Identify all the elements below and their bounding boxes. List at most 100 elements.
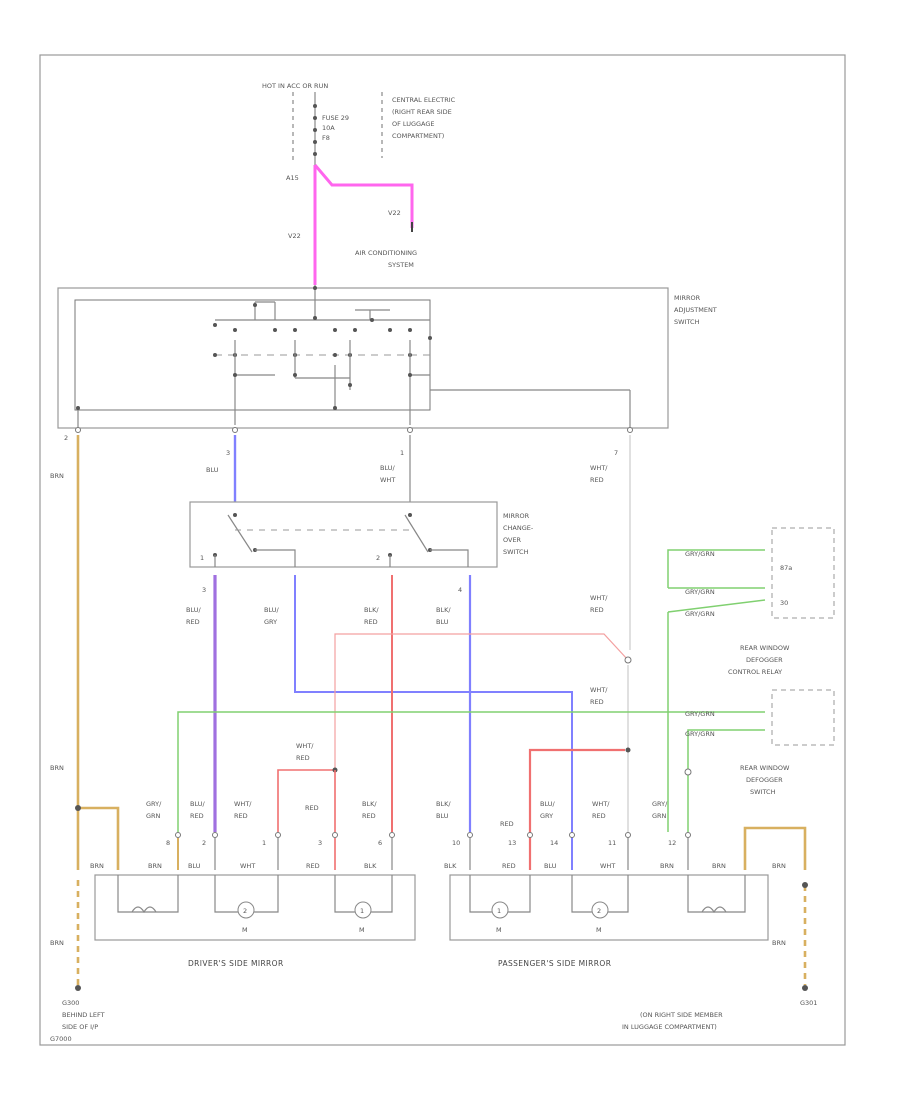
driver-mirror-label: DRIVER'S SIDE MIRROR	[188, 959, 284, 968]
relay-pin-87a: 87a	[780, 564, 792, 572]
diagram-frame	[39, 54, 846, 1046]
wire-blu-wht-1: BLU/	[380, 464, 396, 472]
drv-gry-grn-2: GRN	[146, 812, 161, 820]
changeover-label-3: OVER	[503, 536, 522, 544]
relay-pin-30: 30	[780, 599, 788, 607]
wire-brn-left-low: BRN	[50, 939, 64, 947]
drv-gry-grn-1: GRY/	[146, 800, 162, 808]
adjust-pin-2: 2	[64, 434, 68, 442]
drv-pin-2: 2	[202, 839, 206, 847]
wire-wht-red-low-2: RED	[590, 698, 604, 706]
defogger-relay: 87a 30 REAR WINDOW DEFOGGER CONTROL RELA…	[728, 527, 835, 676]
ac-pin-c: V22	[388, 209, 401, 217]
mirror-adjustment-switch: MIRROR ADJUSTMENT SWITCH 2 3 1 7	[57, 285, 717, 457]
passenger-side-mirror: 1 2 M M PASSENGER'S SIDE MIRROR	[449, 874, 769, 968]
drv-red-2: RED	[306, 862, 320, 870]
ground-right-label-2: IN LUGGAGE COMPARTMENT)	[622, 1023, 717, 1031]
pas-motor-m1: M	[496, 926, 502, 934]
wire-wht-red-top-2: RED	[590, 476, 604, 484]
defogger-switch: REAR WINDOW DEFOGGER SWITCH	[740, 689, 835, 796]
pas-gry-grn-2: GRN	[652, 812, 667, 820]
adjust-switch-label-1: MIRROR	[674, 294, 701, 302]
ac-label-2: SYSTEM	[388, 261, 414, 269]
pas-wht-red-1: WHT/	[592, 800, 610, 808]
wire-blk-red-2: RED	[364, 618, 378, 626]
changeover-label-2: CHANGE-	[503, 524, 534, 532]
drv-pin-8: 8	[166, 839, 170, 847]
drv-motor-m1: M	[242, 926, 248, 934]
wire-brn-left-top: BRN	[50, 472, 64, 480]
wire-brn-right-low: BRN	[772, 939, 786, 947]
changeover-pin-2: 2	[376, 554, 380, 562]
wire-brn-left-mid: BRN	[50, 764, 64, 772]
pas-blk: BLK	[444, 862, 457, 870]
fuse-amp: 10A	[322, 124, 335, 132]
pas-pin-10: 10	[452, 839, 460, 847]
pas-blk-blu-2: BLU	[436, 812, 449, 820]
drv-pin-3: 3	[318, 839, 322, 847]
location-line-3: OF LUGGAGE	[392, 120, 435, 128]
drv-motor-m2: M	[359, 926, 365, 934]
adjust-switch-label-2: ADJUSTMENT	[674, 306, 717, 314]
ground-left-label-2: SIDE OF I/P	[62, 1023, 98, 1031]
fuse-label: FUSE 29	[322, 114, 349, 122]
mirror-stubs: BRN BRN BLU WHT RED BLK BLK RED BLU WHT …	[90, 838, 689, 870]
pas-pin-14: 14	[550, 839, 558, 847]
drv-blu-red-1: BLU/	[190, 800, 206, 808]
pas-wht-red-2: RED	[592, 812, 606, 820]
pas-red: RED	[500, 820, 514, 828]
wire-wht-red-mid-2: RED	[590, 606, 604, 614]
pas-gry-grn-1: GRY/	[652, 800, 668, 808]
ground-right-id: G301	[800, 999, 817, 1007]
fuse-code: F8	[322, 134, 330, 142]
wire-wht-red-mid-1: WHT/	[590, 594, 608, 602]
defog-switch-label-1: REAR WINDOW	[740, 764, 790, 772]
pas-motor-1-num: 1	[497, 907, 501, 915]
wire-gry-grn-5: GRY/GRN	[685, 730, 715, 738]
location-line-2: (RIGHT REAR SIDE	[392, 108, 452, 116]
pas-blk-blu-1: BLK/	[436, 800, 451, 808]
wire-wht-red-low-1: WHT/	[590, 686, 608, 694]
adjust-pin-7: 7	[614, 449, 618, 457]
figure-code: G7000	[50, 1035, 72, 1043]
drv-blk: BLK	[364, 862, 377, 870]
pas-motor-m2: M	[596, 926, 602, 934]
relay-label-2: DEFOGGER	[746, 656, 783, 664]
driver-side-mirror: 2 1 M M DRIVER'S SIDE MIRROR	[94, 874, 416, 968]
ground-right: G301 (ON RIGHT SIDE MEMBER IN LUGGAGE CO…	[622, 999, 817, 1031]
pas-blu: BLU	[544, 862, 557, 870]
pas-brn: BRN	[660, 862, 674, 870]
location-line-4: COMPARTMENT)	[392, 132, 444, 140]
changeover-pin-3: 3	[202, 586, 206, 594]
changeover-pin-1: 1	[200, 554, 204, 562]
wire-wht-red-drv-1: WHT/	[296, 742, 314, 750]
wire-brn-right-top: BRN	[772, 862, 786, 870]
defog-switch-label-2: DEFOGGER	[746, 776, 783, 784]
mirror-changeover-switch: MIRROR CHANGE- OVER SWITCH 1 2 3 4	[189, 501, 534, 594]
power-feed: HOT IN ACC OR RUN FUSE 29 10A F8 CENTRAL…	[262, 82, 456, 170]
pas-pin-13: 13	[508, 839, 516, 847]
adjust-switch-label-3: SWITCH	[674, 318, 700, 326]
drv-pin-1: 1	[262, 839, 266, 847]
drv-brn-2: BRN	[148, 862, 162, 870]
wire-blk-blu-2: BLU	[436, 618, 449, 626]
adjust-pin-3: 3	[226, 449, 230, 457]
pas-motor-2-num: 2	[597, 907, 601, 915]
wire-blu-red-2: RED	[186, 618, 200, 626]
ground-left-id: G300	[62, 999, 79, 1007]
ground-left: G300 BEHIND LEFT SIDE OF I/P	[62, 999, 105, 1031]
drv-blk-red-1: BLK/	[362, 800, 377, 808]
hot-label: HOT IN ACC OR RUN	[262, 82, 328, 90]
drv-blu: BLU	[188, 862, 201, 870]
ac-label-1: AIR CONDITIONING	[355, 249, 417, 257]
defog-switch-label-3: SWITCH	[750, 788, 776, 796]
pink-feed-wire: A15 V22 V22 AIR CONDITIONING SYSTEM	[286, 164, 417, 285]
wire-blu-red-1: BLU/	[186, 606, 202, 614]
changeover-label-4: SWITCH	[503, 548, 529, 556]
wire-blu: BLU	[206, 466, 219, 474]
drv-wht-red-2: RED	[234, 812, 248, 820]
pas-pin-12: 12	[668, 839, 676, 847]
drv-red: RED	[305, 804, 319, 812]
changeover-pin-4: 4	[458, 586, 462, 594]
